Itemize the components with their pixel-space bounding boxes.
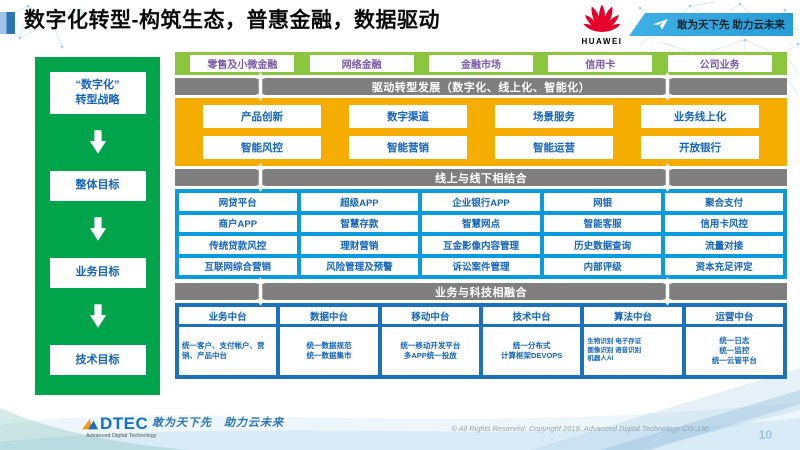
- capability-box: 理财营销: [300, 236, 419, 254]
- business-line-box: 零售及小微金融: [190, 55, 295, 72]
- capability-box: 智能运营: [495, 135, 613, 159]
- platform-desc: 统一数据规范 统一数据集市: [280, 327, 378, 375]
- capability-box: 资本充足评定: [665, 257, 783, 275]
- double-arrow-icon: [662, 163, 673, 192]
- platform-desc: 生物识别 电子存证 图像识别 语音识别 机器人AI: [584, 327, 682, 375]
- business-line-box: 网络金融: [309, 55, 414, 72]
- capability-box: 开放银行: [641, 135, 759, 159]
- middle-platform-band: 业务中台 统一客户、支付帐户、营销、产品中台 数据中台 统一数据规范 统一数据集…: [175, 303, 787, 379]
- architecture-diagram: 零售及小微金融 网络金融 金融市场 信用卡 公司业务 驱动转型发展（数字化、线上…: [175, 52, 787, 379]
- sidebar-item-tech-goal: 技术目标: [49, 344, 146, 375]
- banner-slogan-text: 敢为天下先 助力云未来: [677, 19, 785, 31]
- capability-box: 智慧存款: [300, 214, 419, 232]
- business-line-box: 金融市场: [428, 55, 533, 72]
- slogan-banner: 敢为天下先 助力云未来: [629, 13, 793, 36]
- business-lines-band: 零售及小微金融 网络金融 金融市场 信用卡 公司业务: [175, 52, 787, 75]
- platform-title: 技术中台: [483, 307, 581, 324]
- double-arrow-icon: [662, 72, 673, 101]
- platform-data: 数据中台 统一数据规范 统一数据集市: [280, 307, 378, 375]
- platform-desc: 统一分布式 计算框架DEVOPS: [483, 327, 581, 375]
- capability-box: 诉讼案件管理: [422, 257, 540, 275]
- transformation-row: 智能风控 智能营销 智能运营 开放银行: [175, 135, 787, 159]
- capability-box: 互金影像内容管理: [422, 236, 540, 254]
- capability-box: 流量对接: [665, 236, 783, 254]
- capability-box: 风险管理及预警: [300, 257, 419, 275]
- capability-box: 智能风控: [203, 135, 321, 159]
- bar-label: 驱动转型发展（数字化、线上化、智能化）: [371, 81, 591, 94]
- digital-capabilities-band: 网贷平台 超级APP 企业银行APP 网银 聚合支付 商户APP 智慧存款 智慧…: [175, 189, 787, 279]
- sidebar-item-strategy: “数字化” 转型战略: [49, 72, 146, 114]
- capability-box: 网贷平台: [179, 193, 297, 211]
- platform-desc: 统一客户、支付帐户、营销、产品中台: [179, 327, 277, 375]
- double-arrow-icon: [662, 277, 673, 306]
- adtec-wordmark: DTEC: [100, 414, 149, 433]
- page-number: 10: [758, 428, 772, 442]
- platform-operation: 运营中台 统一日志 统一监控 统一云管平台: [685, 307, 783, 375]
- double-arrow-icon: [255, 72, 266, 101]
- capability-box: 企业银行APP: [422, 193, 540, 211]
- platform-title: 算法中台: [584, 307, 682, 324]
- down-arrow-icon: [89, 130, 106, 154]
- strategy-sidebar: “数字化” 转型战略 整体目标 业务目标 技术目标: [35, 57, 160, 395]
- double-arrow-icon: [255, 277, 266, 306]
- capability-box: 商户APP: [179, 214, 297, 232]
- online-offline-bar: 线上与线下相结合: [175, 163, 787, 192]
- copyright-text: © All Rights Reserved. Copyright 2019. A…: [451, 424, 709, 433]
- platform-title: 移动中台: [381, 307, 479, 324]
- platform-tech: 技术中台 统一分布式 计算框架DEVOPS: [483, 307, 581, 375]
- paper-plane-icon: [653, 18, 668, 29]
- huawei-flower-icon: [583, 4, 621, 33]
- down-arrow-icon: [89, 304, 106, 329]
- capability-box: 产品创新: [203, 105, 321, 129]
- transformation-row: 产品创新 数字渠道 场景服务 业务线上化: [175, 105, 787, 129]
- down-arrow-icon: [89, 217, 106, 242]
- bar-label: 业务与科技相融合: [435, 286, 527, 299]
- capability-box: 网银: [543, 193, 662, 211]
- business-line-box: 公司业务: [667, 55, 772, 72]
- platform-business: 业务中台 统一客户、支付帐户、营销、产品中台: [179, 307, 277, 375]
- platform-algorithm: 算法中台 生物识别 电子存证 图像识别 语音识别 机器人AI: [584, 307, 682, 375]
- platform-title: 业务中台: [179, 307, 277, 324]
- platform-desc: 统一移动开发平台 多APP统一投放: [381, 327, 479, 375]
- adtec-logo-icon: [82, 418, 98, 430]
- capability-box: 数字渠道: [349, 105, 467, 129]
- capability-box: 超级APP: [300, 193, 419, 211]
- capability-box: 内部评级: [543, 257, 662, 275]
- business-line-box: 信用卡: [548, 55, 653, 72]
- bar-label: 线上与线下相结合: [435, 172, 527, 185]
- footer-slogan: 敢为天下先 助力云未来: [152, 417, 284, 429]
- huawei-wordmark: HUAWEI: [581, 37, 623, 46]
- adtec-logo: DTEC Advanced Digital Technology: [82, 414, 184, 439]
- capability-box: 历史数据查询: [543, 236, 662, 254]
- platform-mobile: 移动中台 统一移动开发平台 多APP统一投放: [381, 307, 479, 375]
- capability-box: 场景服务: [495, 105, 613, 129]
- platform-title: 运营中台: [685, 307, 783, 324]
- double-arrow-icon: [255, 163, 266, 192]
- capability-box: 聚合支付: [665, 193, 783, 211]
- sidebar-item-overall-goal: 整体目标: [49, 170, 146, 201]
- transformation-band: 产品创新 数字渠道 场景服务 业务线上化 智能风控 智能营销 智能运营 开放银行: [175, 98, 787, 166]
- capability-box: 传统贷款风控: [179, 236, 297, 254]
- title-accent-bar: [0, 12, 15, 34]
- capability-box: 互联网综合营销: [179, 257, 297, 275]
- sidebar-item-business-goal: 业务目标: [49, 257, 146, 288]
- capability-box: 智能营销: [349, 135, 467, 159]
- page-title: 数字化转型-构筑生态，普惠金融，数据驱动: [24, 9, 440, 32]
- capability-box: 业务线上化: [641, 105, 759, 129]
- capability-box: 智能客服: [543, 214, 662, 232]
- capability-box: 智慧网点: [422, 214, 540, 232]
- drive-transform-bar: 驱动转型发展（数字化、线上化、智能化）: [175, 72, 787, 101]
- tech-fusion-bar: 业务与科技相融合: [175, 277, 787, 306]
- huawei-logo: HUAWEI: [576, 3, 628, 46]
- adtec-subtext: Advanced Digital Technology: [86, 433, 157, 439]
- platform-title: 数据中台: [280, 307, 378, 324]
- platform-desc: 统一日志 统一监控 统一云管平台: [685, 327, 783, 375]
- capability-box: 信用卡风控: [665, 214, 783, 232]
